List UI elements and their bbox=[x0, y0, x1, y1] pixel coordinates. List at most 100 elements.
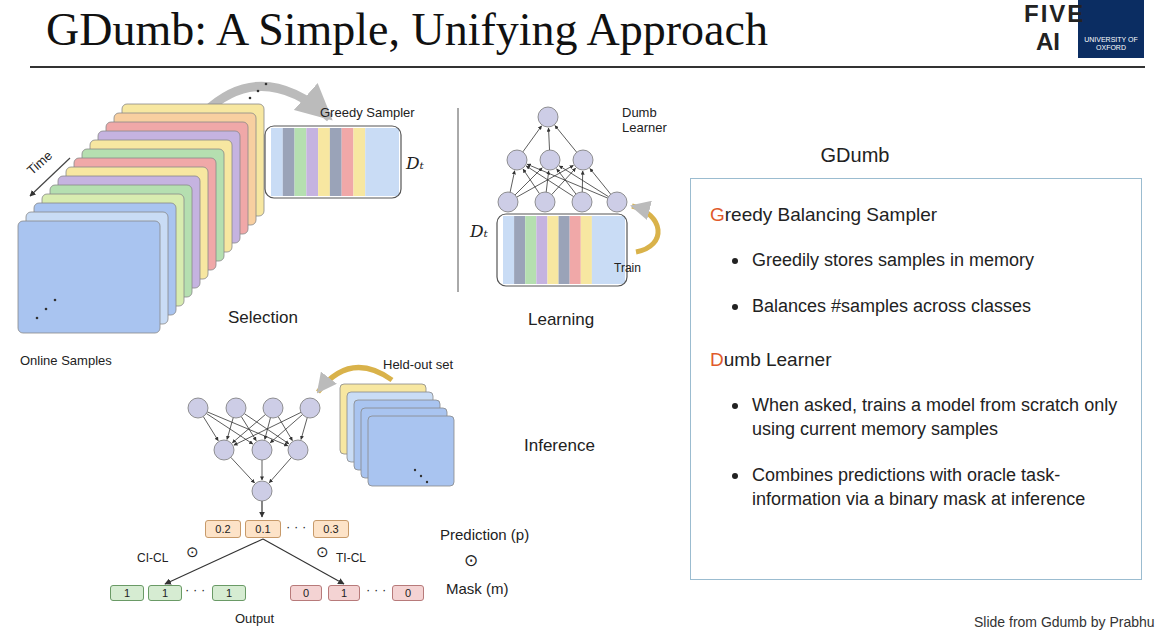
split-arrow bbox=[165, 539, 263, 584]
value-cell: 0.3 bbox=[313, 520, 349, 538]
cell-value: 0 bbox=[405, 587, 411, 599]
source-note: Slide from Gdumb by Prabhu bbox=[974, 614, 1155, 630]
neuron bbox=[226, 398, 246, 418]
axis-label: Time bbox=[25, 148, 56, 178]
split-arrow bbox=[263, 539, 344, 584]
ellipsis-dot bbox=[414, 469, 416, 471]
cell-value: 1 bbox=[162, 587, 168, 599]
cell-value: 1 bbox=[124, 587, 130, 599]
bullet-text: When asked, trains a model from scratch … bbox=[752, 395, 1117, 439]
cell-value: 0.1 bbox=[255, 523, 270, 535]
value-cell: 1 bbox=[212, 585, 246, 601]
neuron bbox=[252, 440, 272, 460]
sample-frame bbox=[18, 221, 160, 333]
slide-title: GDumb: A Simple, Unifying Approach bbox=[46, 4, 768, 57]
panel-heading: GDumb bbox=[690, 144, 1020, 167]
memory-box bbox=[265, 126, 401, 198]
network-link bbox=[227, 418, 233, 440]
memory-sample bbox=[570, 216, 581, 284]
operator-symbol: ⊙ bbox=[464, 551, 478, 571]
memory-sample bbox=[536, 216, 547, 284]
cell-value: 0.3 bbox=[323, 523, 338, 535]
bullet-dot bbox=[732, 304, 738, 310]
stage-label: Learning bbox=[528, 310, 594, 330]
panel-border bbox=[690, 178, 1142, 580]
memory-sample bbox=[271, 128, 283, 196]
logo-text: FIVE bbox=[1024, 0, 1085, 28]
network-link bbox=[557, 169, 576, 194]
network-link bbox=[510, 171, 515, 192]
memory-sample bbox=[365, 128, 377, 196]
value-cell: 0 bbox=[290, 585, 322, 601]
neuron bbox=[573, 150, 593, 170]
neuron bbox=[607, 192, 627, 212]
cell-value: 0.2 bbox=[215, 523, 230, 535]
memory-sample bbox=[283, 128, 295, 196]
symbol-label: Dₜ bbox=[406, 154, 424, 174]
neuron bbox=[498, 192, 518, 212]
part-label: Mask (m) bbox=[446, 580, 509, 597]
logo-text: UNIVERSITY OF OXFORD bbox=[1082, 36, 1140, 52]
symbol-label: Dₜ bbox=[470, 222, 488, 242]
bullet-dot bbox=[732, 473, 738, 479]
value-cell: 0 bbox=[392, 585, 424, 601]
memory-sample bbox=[547, 216, 558, 284]
memory-sample bbox=[295, 128, 307, 196]
ellipsis-dot bbox=[54, 299, 57, 302]
memory-sample bbox=[318, 128, 330, 196]
ellipsis: · · · bbox=[366, 583, 386, 598]
value-cell: 1 bbox=[148, 585, 182, 601]
part-label: Online Samples bbox=[20, 354, 112, 369]
heldout-frame bbox=[368, 416, 454, 486]
part-label: Dumb Learner bbox=[622, 106, 682, 136]
neuron bbox=[535, 192, 555, 212]
memory-sample bbox=[559, 216, 570, 284]
ellipsis-dot bbox=[426, 481, 428, 483]
bullet-item: When asked, trains a model from scratch … bbox=[710, 393, 1122, 442]
network-link bbox=[549, 128, 550, 150]
logo-text: AI bbox=[1036, 28, 1060, 56]
operator-symbol: ⊙ bbox=[316, 543, 329, 560]
cell-value: 1 bbox=[341, 587, 347, 599]
memory-sample bbox=[514, 216, 525, 284]
network-link bbox=[269, 458, 291, 483]
ellipsis-dot bbox=[420, 475, 422, 477]
bullet-text: Combines predictions with oracle task-in… bbox=[752, 465, 1085, 509]
section-heading: Greedy Balancing Sampler bbox=[710, 204, 1122, 226]
ellipsis: · · · bbox=[286, 520, 306, 535]
neuron bbox=[507, 150, 527, 170]
network-link bbox=[523, 126, 542, 152]
section-heading: Dumb Learner bbox=[710, 349, 1122, 371]
part-label: Train bbox=[614, 262, 641, 276]
part-label: Prediction (p) bbox=[440, 526, 529, 543]
neuron bbox=[300, 398, 320, 418]
value-cell: 0.2 bbox=[205, 520, 241, 538]
neuron bbox=[214, 440, 234, 460]
network-link bbox=[555, 126, 577, 153]
bullet-text: Balances #samples across classes bbox=[752, 296, 1031, 316]
neuron bbox=[252, 481, 272, 501]
panel-content: Greedy Balancing SamplerGreedily stores … bbox=[690, 178, 1142, 522]
info-panel: Greedy Balancing SamplerGreedily stores … bbox=[690, 140, 1142, 580]
bullet-item: Balances #samples across classes bbox=[710, 294, 1122, 318]
bullet-text: Greedily stores samples in memory bbox=[752, 250, 1034, 270]
network-link bbox=[234, 412, 301, 445]
value-cell: 1 bbox=[110, 585, 144, 601]
output-arrow bbox=[261, 501, 262, 517]
network-link bbox=[262, 460, 263, 480]
edge-label: CI-CL bbox=[135, 552, 170, 566]
memory-sample bbox=[592, 216, 603, 284]
operator-symbol: ⊙ bbox=[186, 543, 199, 560]
network-link bbox=[590, 169, 611, 195]
stage-label: Selection bbox=[228, 308, 298, 328]
edge-label: TI-CL bbox=[334, 552, 368, 566]
memory-sample bbox=[377, 128, 399, 196]
memory-sample bbox=[503, 216, 514, 284]
memory-sample bbox=[342, 128, 354, 196]
neuron bbox=[263, 398, 283, 418]
cell-value: 1 bbox=[226, 587, 232, 599]
part-label: Output bbox=[235, 612, 274, 627]
ellipsis-dot bbox=[265, 83, 268, 86]
neuron bbox=[572, 192, 592, 212]
bullet-item: Greedily stores samples in memory bbox=[710, 248, 1122, 272]
